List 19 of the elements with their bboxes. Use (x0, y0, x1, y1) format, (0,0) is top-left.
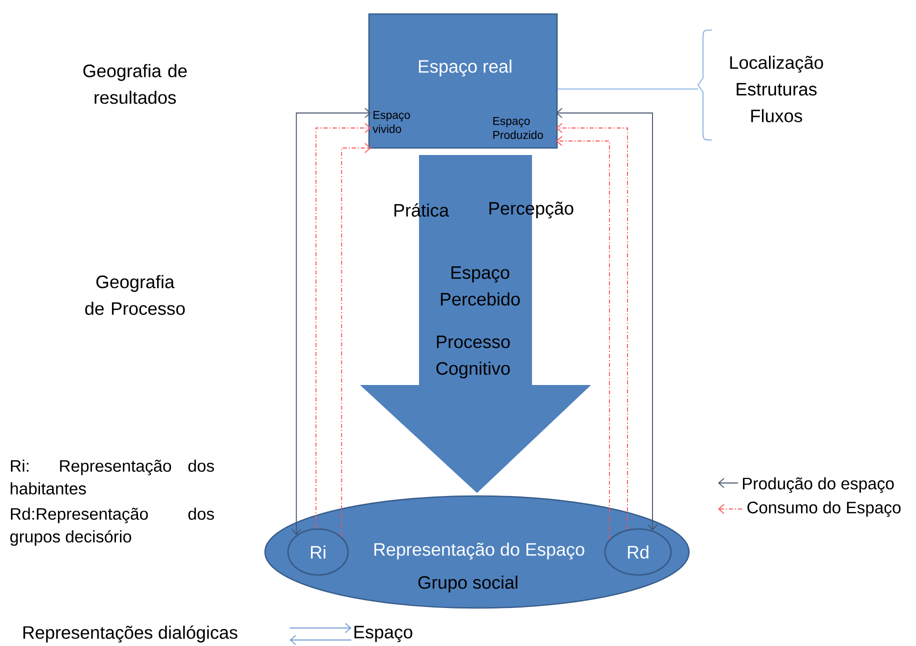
arrow (290, 634, 352, 646)
text: Representações dialógicas (23, 625, 238, 643)
bracket-text: Localização Estruturas Fluxos (697, 29, 824, 141)
arrow (556, 136, 610, 540)
arrow (341, 142, 371, 538)
legend-text: Produção do espaço (742, 477, 894, 493)
note-text: Ri: Representação dos habitantes (10, 460, 214, 495)
arrow (556, 122, 628, 530)
heading-text: Geografia de resultados (83, 64, 187, 104)
arrow (315, 122, 371, 529)
box-text: Espaço Produzido (493, 117, 543, 139)
note-text: Rd:Representação dos grupos decisório (10, 508, 214, 546)
legend-text: Consumo do Espaço (747, 501, 901, 517)
box-text: Espaço vivido (372, 111, 410, 133)
heading-text: Geografia de Processo (85, 275, 185, 315)
arrow (556, 108, 658, 530)
arrow (289, 622, 352, 634)
arrow (291, 108, 371, 536)
text: Espaço (354, 626, 412, 642)
